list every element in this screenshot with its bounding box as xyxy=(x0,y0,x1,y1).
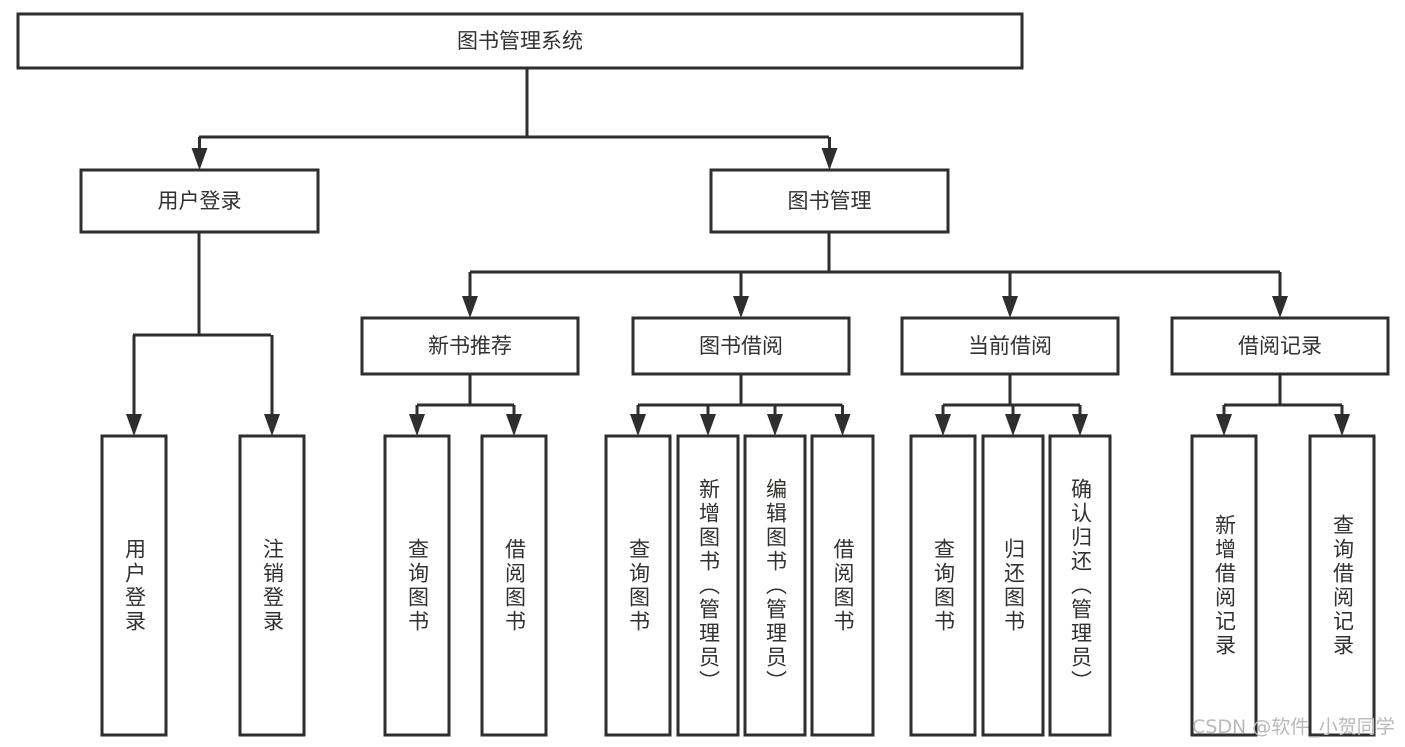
arrow-head-icon-user-login xyxy=(191,148,208,170)
node-box-borrow-record[interactable] xyxy=(1170,316,1390,376)
node-label-user-login: 用户登录 xyxy=(158,189,242,213)
node-book-manage[interactable] xyxy=(709,168,950,234)
node-label-leaf-user-logout: 注销登录 xyxy=(260,537,285,634)
arrow-head-icon-leaf-return-book xyxy=(1005,414,1021,436)
node-leaf-add-book-admin[interactable] xyxy=(676,434,740,737)
node-box-leaf-user-login[interactable] xyxy=(100,434,168,737)
arrow-head-icon-book-borrow xyxy=(733,296,749,318)
arrow-head-icon-leaf-user-login xyxy=(126,414,142,436)
node-leaf-borrow-book-1[interactable] xyxy=(480,434,548,737)
node-label-leaf-query-book-1: 查询图书 xyxy=(405,537,430,634)
node-leaf-user-logout[interactable] xyxy=(238,434,306,737)
node-label-book-manage: 图书管理 xyxy=(788,189,872,213)
node-box-current-borrow[interactable] xyxy=(900,316,1120,376)
node-label-leaf-return-book: 归还图书 xyxy=(1001,537,1026,634)
node-box-book-borrow[interactable] xyxy=(631,316,851,376)
node-new-book-recommend[interactable] xyxy=(360,316,580,376)
arrow-head-icon-leaf-borrow-book-1 xyxy=(506,414,522,436)
arrow-head-icon-leaf-edit-book-admin xyxy=(767,414,783,436)
node-label-leaf-edit-book-admin: 编辑图书（管理员） xyxy=(763,477,788,694)
node-box-new-book-recommend[interactable] xyxy=(360,316,580,376)
arrow-head-icon-leaf-query-book-1 xyxy=(409,414,425,436)
node-label-leaf-query-book-2: 查询图书 xyxy=(626,537,651,634)
arrow-head-icon-leaf-confirm-return-admin xyxy=(1072,414,1088,436)
node-box-leaf-borrow-book-1[interactable] xyxy=(480,434,548,737)
node-box-leaf-edit-book-admin[interactable] xyxy=(743,434,807,737)
node-label-leaf-user-login: 用户登录 xyxy=(122,537,147,634)
arrow-head-icon-book-manage xyxy=(821,148,838,170)
node-box-leaf-query-book-1[interactable] xyxy=(383,434,451,737)
node-current-borrow[interactable] xyxy=(900,316,1120,376)
arrow-head-icon-leaf-query-borrow-record xyxy=(1334,414,1350,436)
node-box-leaf-query-book-2[interactable] xyxy=(604,434,672,737)
arrow-head-icon-leaf-query-book-2 xyxy=(630,414,646,436)
connector-layer xyxy=(126,68,1350,436)
node-label-leaf-confirm-return-admin: 确认归还（管理员） xyxy=(1068,477,1093,694)
arrow-head-icon-leaf-user-logout xyxy=(264,414,280,436)
node-box-user-login[interactable] xyxy=(79,168,320,234)
node-label-leaf-query-borrow-record: 查询借阅记录 xyxy=(1330,513,1355,658)
node-leaf-add-borrow-record[interactable] xyxy=(1190,434,1258,737)
node-label-leaf-add-book-admin: 新增图书（管理员） xyxy=(696,477,721,694)
node-root[interactable] xyxy=(16,12,1024,70)
node-label-leaf-query-book-3: 查询图书 xyxy=(931,537,956,634)
arrow-head-icon-borrow-record xyxy=(1272,296,1288,318)
node-leaf-borrow-book-2[interactable] xyxy=(810,434,875,737)
csdn-watermark: CSDN @软件_小贺同学 xyxy=(1192,716,1395,738)
node-label-leaf-borrow-book-1: 借阅图书 xyxy=(502,537,527,634)
node-label-leaf-add-borrow-record: 新增借阅记录 xyxy=(1212,513,1237,658)
node-borrow-record[interactable] xyxy=(1170,316,1390,376)
arrow-head-icon-leaf-add-book-admin xyxy=(700,414,716,436)
arrow-head-icon-leaf-borrow-book-2 xyxy=(834,414,851,436)
node-leaf-user-login[interactable] xyxy=(100,434,168,737)
node-box-leaf-confirm-return-admin[interactable] xyxy=(1048,434,1112,737)
node-label-book-borrow: 图书借阅 xyxy=(699,334,783,358)
node-leaf-confirm-return-admin[interactable] xyxy=(1048,434,1112,737)
node-label-leaf-borrow-book-2: 借阅图书 xyxy=(831,537,855,634)
arrow-head-icon-new-book-recommend xyxy=(462,296,478,318)
node-box-leaf-return-book[interactable] xyxy=(981,434,1045,737)
node-box-leaf-borrow-book-2[interactable] xyxy=(810,434,875,737)
node-book-borrow[interactable] xyxy=(631,316,851,376)
node-leaf-query-book-2[interactable] xyxy=(604,434,672,737)
node-label-root: 图书管理系统 xyxy=(457,29,583,53)
node-label-new-book-recommend: 新书推荐 xyxy=(428,334,512,358)
node-box-leaf-add-borrow-record[interactable] xyxy=(1190,434,1258,737)
arrow-head-icon-current-borrow xyxy=(1002,296,1018,318)
node-box-leaf-user-logout[interactable] xyxy=(238,434,306,737)
node-leaf-edit-book-admin[interactable] xyxy=(743,434,807,737)
node-box-leaf-query-book-3[interactable] xyxy=(909,434,977,737)
node-leaf-query-book-3[interactable] xyxy=(909,434,977,737)
box-layer xyxy=(16,12,1390,737)
node-box-leaf-add-book-admin[interactable] xyxy=(676,434,740,737)
node-label-current-borrow: 当前借阅 xyxy=(968,334,1052,358)
node-label-borrow-record: 借阅记录 xyxy=(1238,334,1322,358)
node-leaf-return-book[interactable] xyxy=(981,434,1045,737)
node-box-leaf-query-borrow-record[interactable] xyxy=(1308,434,1376,737)
node-leaf-query-book-1[interactable] xyxy=(383,434,451,737)
arrow-head-icon-leaf-query-book-3 xyxy=(935,414,951,436)
node-box-root[interactable] xyxy=(16,12,1024,70)
arrow-head-icon-leaf-add-borrow-record xyxy=(1216,414,1232,436)
node-user-login[interactable] xyxy=(79,168,320,234)
node-leaf-query-borrow-record[interactable] xyxy=(1308,434,1376,737)
node-box-book-manage[interactable] xyxy=(709,168,950,234)
